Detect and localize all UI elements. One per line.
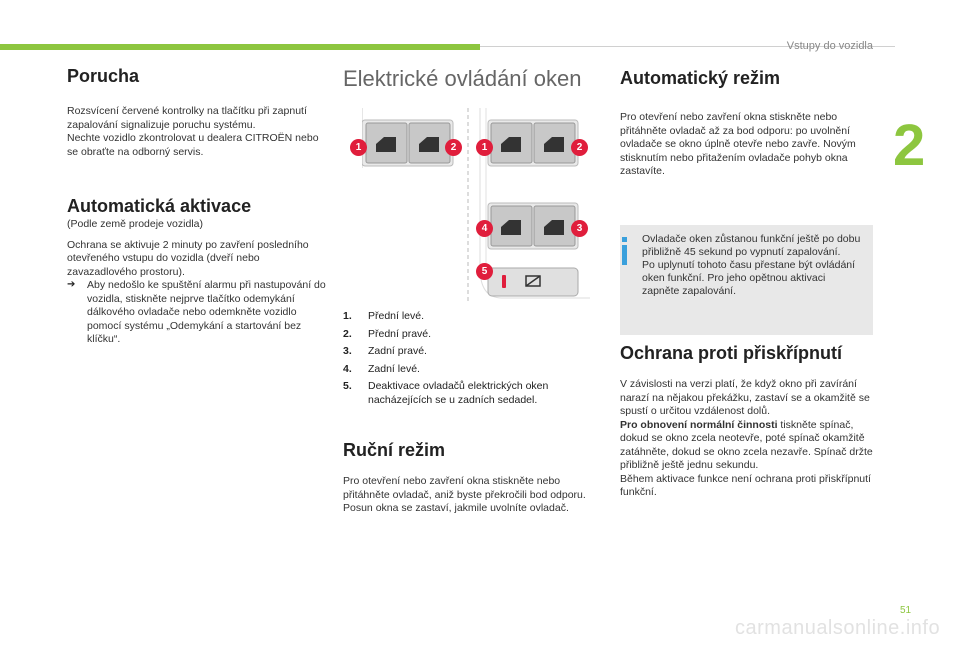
legend-item: 2.Přední pravé.	[343, 327, 432, 340]
ochrana-title: Ochrana proti přiskřípnutí	[620, 343, 843, 363]
porucha-text: Rozsvícení červené kontrolky na tlačítku…	[67, 105, 319, 158]
legend-item: 4.Zadní levé.	[343, 362, 420, 375]
section-header: Vstupy do vozidla	[786, 40, 873, 52]
aktivace-section: Automatická aktivace (Podle země prodeje…	[67, 196, 332, 347]
info-icon	[622, 237, 627, 265]
badge-4: 4	[476, 220, 493, 237]
legend-item: 3.Zadní pravé.	[343, 345, 427, 357]
badge-3: 3	[571, 220, 588, 237]
header-rule	[480, 46, 895, 47]
badge-1-left: 1	[350, 139, 367, 156]
switch-panel-illustration	[361, 108, 590, 303]
ochrana-section: Ochrana proti přiskřípnutí V závislosti …	[620, 343, 878, 500]
info-text: Ovladače oken zůstanou funkční ještě po …	[642, 233, 861, 297]
window-switch-diagram: 1 2 1 2 4 3 5	[350, 108, 590, 308]
badge-2-left: 2	[445, 139, 462, 156]
header-accent-bar	[0, 44, 480, 50]
auto-title: Automatický režim	[620, 68, 781, 88]
ochrana-bold: Pro obnovení normální činnosti	[620, 418, 778, 431]
okna-title: Elektrické ovládání oken	[343, 66, 582, 91]
okna-legend: 1.Přední levé. 2.Přední pravé. 3.Zadní p…	[343, 310, 605, 411]
rucni-text: Pro otevření nebo zavření okna stiskněte…	[343, 475, 586, 514]
bullet-arrow-icon: ➔	[67, 279, 76, 290]
rucni-section: Ruční režim Pro otevření nebo zavření ok…	[343, 440, 605, 516]
info-box: Ovladače oken zůstanou funkční ještě po …	[620, 225, 873, 335]
badge-5: 5	[476, 263, 493, 280]
ochrana-text: V závislosti na verzi platí, že když okn…	[620, 378, 870, 417]
page-number: 51	[900, 605, 912, 616]
aktivace-subtitle: (Podle země prodeje vozidla)	[67, 218, 203, 230]
badge-1-right: 1	[476, 139, 493, 156]
okna-section: Elektrické ovládání oken	[343, 66, 605, 92]
auto-text: Pro otevření nebo zavření okna stiskněte…	[620, 111, 856, 177]
ochrana-rest: tiskněte spínač, dokud se okno zcela neo…	[620, 418, 873, 499]
porucha-title: Porucha	[67, 66, 140, 86]
porucha-section: Porucha Rozsvícení červené kontrolky na …	[67, 66, 332, 159]
rucni-title: Ruční režim	[343, 440, 446, 460]
aktivace-text: Ochrana se aktivuje 2 minuty po zavření …	[67, 238, 309, 278]
legend-item: 5.Deaktivace ovladačů elektrických oken …	[343, 380, 549, 406]
watermark: carmanualsonline.info	[735, 617, 941, 639]
legend-item: 1.Přední levé.	[343, 310, 425, 322]
badge-2-right: 2	[571, 139, 588, 156]
aktivace-bullet-text: Aby nedošlo ke spuštění alarmu při nastu…	[87, 279, 326, 345]
aktivace-bullet: ➔ Aby nedošlo ke spuštění alarmu při nas…	[67, 279, 332, 347]
aktivace-title: Automatická aktivace	[67, 196, 252, 216]
auto-section: Automatický režim Pro otevření nebo zavř…	[620, 68, 878, 179]
chapter-number: 2	[893, 113, 926, 178]
ochrana-text-2: Pro obnovení normální činnosti tiskněte …	[620, 419, 878, 500]
